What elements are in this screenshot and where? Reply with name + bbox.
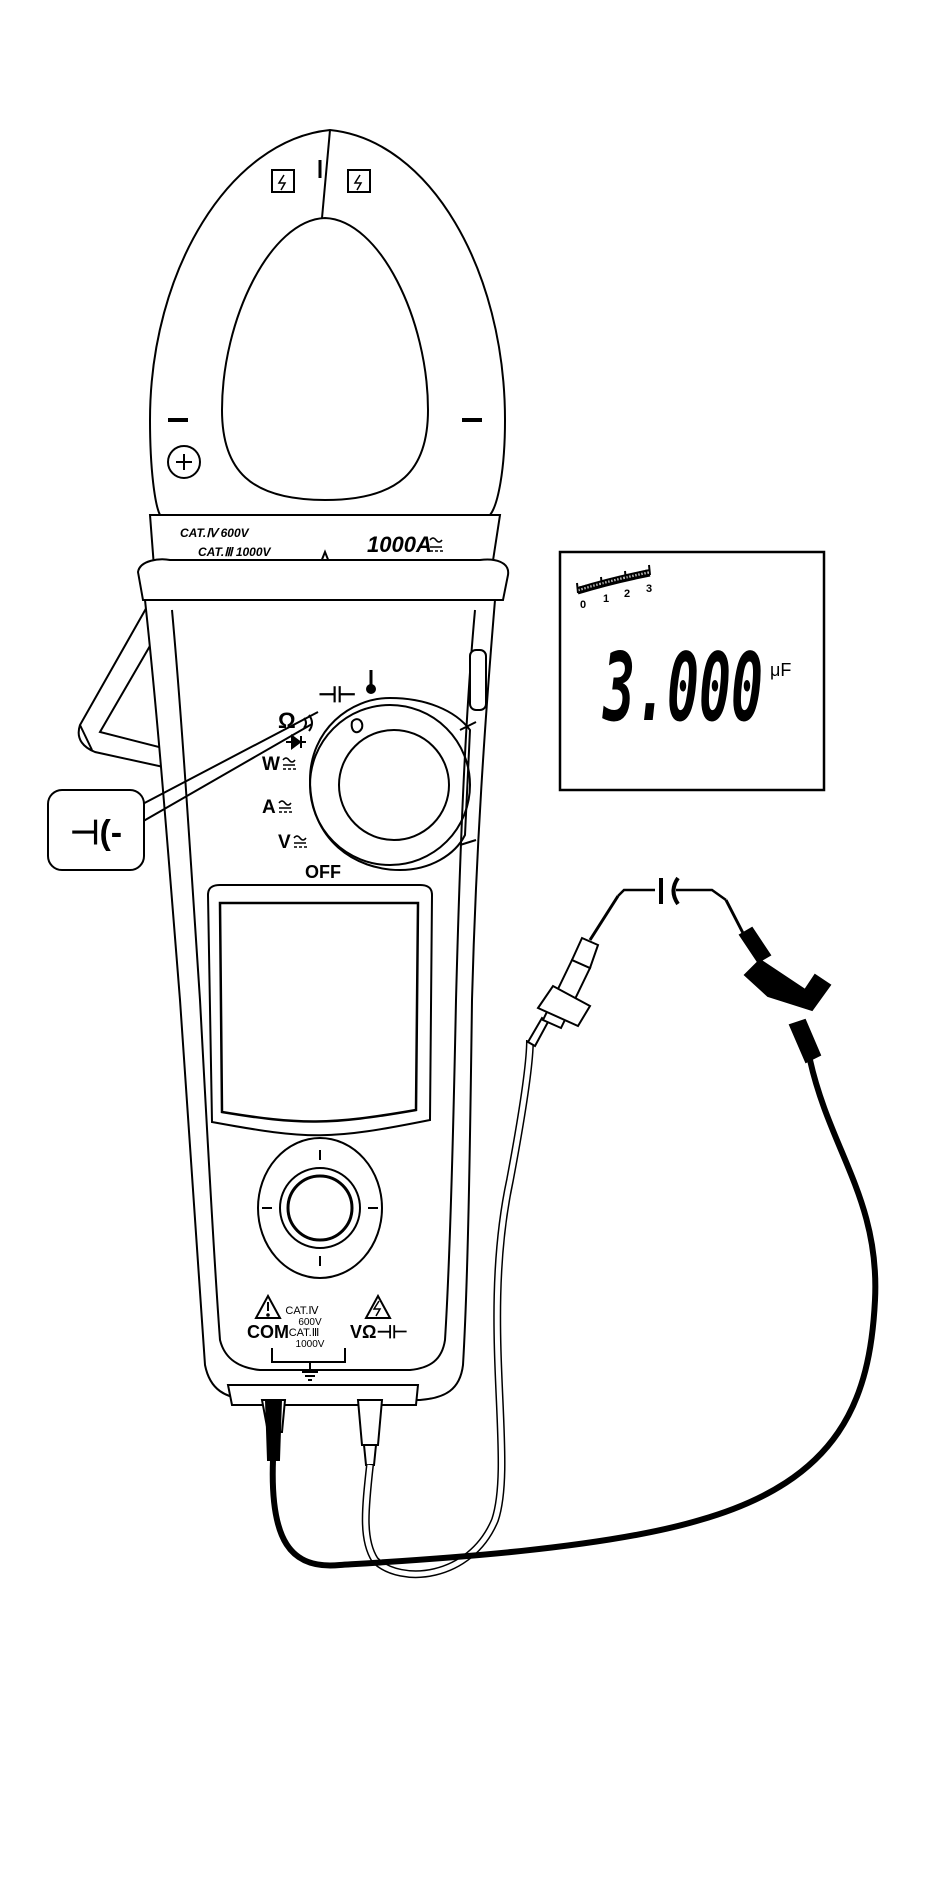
meter-bottom-cap [228,1385,418,1405]
callout-capacitance-symbol: ⊣(- [70,814,122,852]
dial-label-capacitance: ⊣⊢ [318,682,356,707]
capacitor-under-test [618,878,726,904]
bargraph-tick [631,574,632,580]
bargraph-tick [619,577,620,583]
dial-label-off: OFF [305,862,341,882]
bargraph-tick [628,574,629,580]
bargraph-tick [604,580,605,586]
red-probe[interactable] [528,896,618,1046]
jaw-rating-cat4: CAT.Ⅳ 600V [180,526,250,540]
bargraph-tick [583,586,584,592]
com-probe-plug [262,1400,285,1460]
lcd-tick-2: 2 [624,588,630,600]
bargraph-tick [607,580,608,586]
bargraph-tick [580,586,581,592]
meter-body [145,600,495,1400]
lcd-tick-1: 1 [603,593,609,605]
bargraph-tick [634,573,635,579]
bargraph-tick [598,582,599,588]
dial-label-power: W [262,754,280,775]
bargraph-tick [613,578,614,584]
lcd-tick-0: 0 [580,599,586,611]
bargraph-tick [586,585,587,591]
lcd-reading: 3.000 [602,634,763,743]
lcd-unit: μF [770,660,791,680]
bargraph-tick [592,583,593,589]
bargraph-tick [577,583,578,593]
bargraph-tick [589,584,590,590]
clamp-jaw[interactable] [150,130,505,515]
terminal-com-label: COM [247,1322,289,1342]
dial-label-current: A [262,797,276,818]
bargraph-tick [640,571,641,577]
bargraph-tick [595,583,596,589]
jaw-rating-cat3: CAT.Ⅲ 1000V [198,545,272,559]
terminal-cat4: CAT.Ⅳ [285,1305,319,1317]
bargraph-tick [601,577,602,587]
bargraph-tick [610,579,611,585]
collar [138,559,508,600]
side-button[interactable] [470,650,486,710]
lcd-tick-3: 3 [646,583,652,595]
bargraph-tick [625,571,626,581]
bargraph-tick [649,565,650,575]
bargraph-tick [637,572,638,578]
dial-label-voltage: V [278,832,291,853]
bargraph-tick [643,571,644,577]
black-probe[interactable] [726,900,830,1062]
lcd-inset: 0 1 2 3 3.000 μF [560,552,824,790]
v-probe-plug [358,1400,382,1465]
bargraph-tick [622,576,623,582]
terminal-cat3-voltage: 1000V [296,1339,325,1350]
terminal-cat3: CAT.Ⅲ [289,1327,320,1339]
bargraph-tick [646,570,647,576]
jaw-current-rating: 1000A [367,532,432,557]
bargraph-tick [616,577,617,583]
terminal-input-label: VΩ⊣⊢ [350,1322,408,1342]
